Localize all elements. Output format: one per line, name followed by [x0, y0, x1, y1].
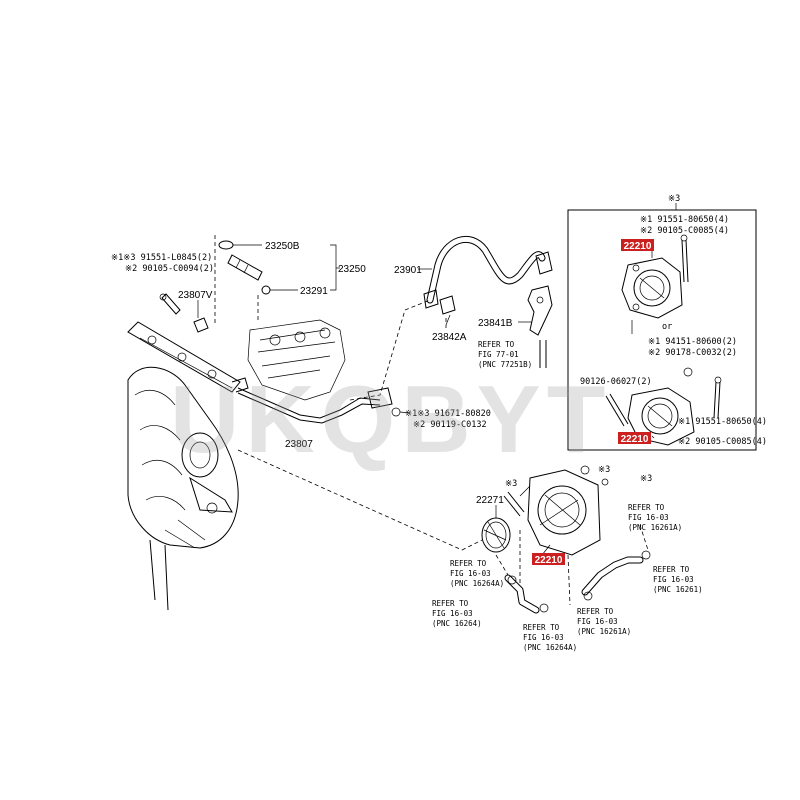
- svg-text:(PNC 16261): (PNC 16261): [653, 585, 703, 594]
- dashed-guide-lines: [214, 235, 649, 606]
- svg-text:REFER TO: REFER TO: [628, 503, 665, 512]
- svg-text:REFER TO: REFER TO: [450, 559, 487, 568]
- callout-22210-box-a-highlight: [621, 239, 654, 251]
- watermark: UKQBYT: [170, 366, 611, 473]
- svg-text:FIG 16-03: FIG 16-03: [628, 513, 669, 522]
- callout-23250: 23250: [338, 264, 366, 275]
- note-star3-c: ※3: [640, 474, 652, 484]
- svg-text:FIG 16-03: FIG 16-03: [653, 575, 694, 584]
- callout-22210-main: 22210: [535, 555, 563, 566]
- refer-to-notes: REFER TO FIG 77-01 (PNC 77251B) REFER TO…: [432, 340, 703, 652]
- ref-fig-16-03-16261a-lower: REFER TO FIG 16-03 (PNC 16261A): [577, 607, 631, 636]
- ref-fig-77-01: REFER TO FIG 77-01 (PNC 77251B): [478, 340, 532, 369]
- note-mid-1: ※1※3 91671-80820: [405, 409, 491, 419]
- svg-text:REFER TO: REFER TO: [653, 565, 690, 574]
- gasket-22271: [481, 517, 511, 553]
- inset-box: [567, 203, 757, 451]
- note-top-left-2: ※2 90105-C0094(2): [125, 264, 214, 274]
- intake-manifold-illustration: [127, 366, 239, 611]
- note-box-or: or: [662, 322, 672, 332]
- callout-23842a: 23842A: [432, 332, 467, 343]
- svg-text:FIG 16-03: FIG 16-03: [450, 569, 491, 578]
- note-top-left-1: ※1※3 91551-L0845(2): [111, 253, 212, 263]
- svg-text:FIG 16-03: FIG 16-03: [523, 633, 564, 642]
- callout-23841b: 23841B: [478, 318, 513, 329]
- callout-23807: 23807: [285, 439, 313, 450]
- ref-fig-16-03-16261a-upper: REFER TO FIG 16-03 (PNC 16261A): [628, 503, 682, 532]
- note-box-b-left: 90126-06027(2): [580, 377, 652, 387]
- note-box-or-2: ※2 90178-C0032(2): [648, 348, 737, 358]
- ref-fig-16-03-16264a-upper: REFER TO FIG 16-03 (PNC 16264A): [450, 559, 504, 588]
- water-hoses-lower: [504, 550, 651, 614]
- callout-22210-box-b-highlight: [618, 432, 651, 444]
- svg-text:REFER TO: REFER TO: [523, 623, 560, 632]
- note-box-a-2: ※2 90105-C0085(4): [640, 226, 729, 236]
- svg-text:FIG 16-03: FIG 16-03: [432, 609, 473, 618]
- bolt-23807v: [159, 293, 209, 333]
- ref-fig-16-03-16261: REFER TO FIG 16-03 (PNC 16261): [653, 565, 703, 594]
- svg-text:FIG 77-01: FIG 77-01: [478, 350, 519, 359]
- note-box-b-1: ※1 91551-80650(4): [678, 417, 767, 427]
- callout-23291: 23291: [300, 286, 328, 297]
- callout-23807v: 23807V: [178, 290, 213, 301]
- note-box-a-1: ※1 91551-80650(4): [640, 215, 729, 225]
- leader-lines: [197, 244, 551, 556]
- sensor-23841b: [527, 285, 553, 368]
- injector-assembly: [218, 240, 271, 295]
- callout-23250b: 23250B: [265, 241, 300, 252]
- svg-text:(PNC 16264A): (PNC 16264A): [450, 579, 504, 588]
- note-box-b-2: ※2 90105-C0085(4): [678, 437, 767, 447]
- callout-22210-main-highlight: [532, 553, 565, 565]
- svg-text:(PNC 16261A): (PNC 16261A): [628, 523, 682, 532]
- engine-block-illustration: [247, 319, 346, 401]
- svg-text:REFER TO: REFER TO: [577, 607, 614, 616]
- svg-text:(PNC 77251B): (PNC 77251B): [478, 360, 532, 369]
- svg-text:(PNC 16264): (PNC 16264): [432, 619, 482, 628]
- throttle-body-main: [503, 465, 609, 556]
- fuel-rail-illustration: [127, 321, 249, 393]
- callout-22210-box-a: 22210: [624, 241, 652, 252]
- fuel-hose-23901: [423, 235, 553, 315]
- svg-text:REFER TO: REFER TO: [478, 340, 515, 349]
- highlight-badges: 22210 22210 22210: [532, 239, 654, 566]
- svg-text:FIG 16-03: FIG 16-03: [577, 617, 618, 626]
- note-mid-2: ※2 90119-C0132: [413, 420, 487, 430]
- note-box-or-1: ※1 94151-80600(2): [648, 337, 737, 347]
- fastener-notes: ※1※3 91551-L0845(2) ※2 90105-C0094(2) ※1…: [111, 194, 767, 489]
- ref-fig-16-03-16264a-lower: REFER TO FIG 16-03 (PNC 16264A): [523, 623, 577, 652]
- svg-text:(PNC 16264A): (PNC 16264A): [523, 643, 577, 652]
- note-star3-b: ※3: [598, 465, 610, 475]
- callout-22271: 22271: [476, 495, 504, 506]
- ref-fig-16-03-16264: REFER TO FIG 16-03 (PNC 16264): [432, 599, 482, 628]
- svg-text:(PNC 16261A): (PNC 16261A): [577, 627, 631, 636]
- part-callouts: 23250B 23250 23291 23807V 23807 23901 23…: [178, 241, 513, 506]
- note-box-star3: ※3: [668, 194, 680, 204]
- note-star3-a: ※3: [505, 479, 517, 489]
- throttle-body-b: [605, 367, 722, 446]
- throttle-body-a: [621, 234, 689, 334]
- callout-22210-box-b: 22210: [621, 434, 649, 445]
- svg-text:REFER TO: REFER TO: [432, 599, 469, 608]
- callout-23901: 23901: [394, 265, 422, 276]
